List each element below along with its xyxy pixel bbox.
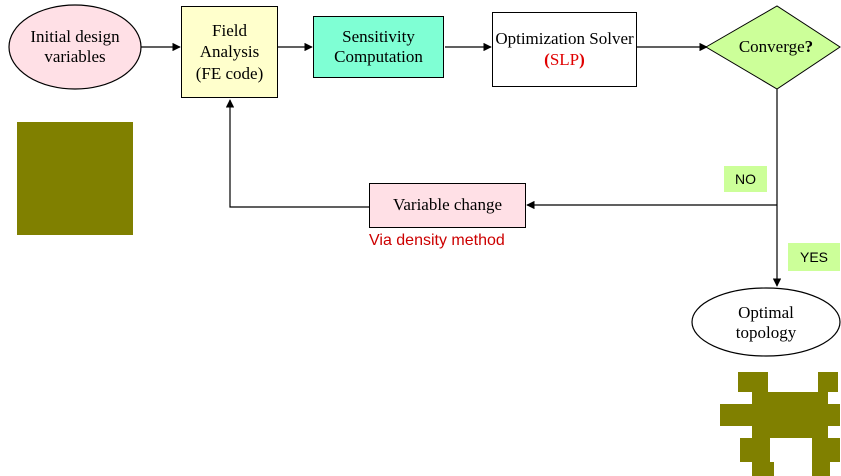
initial-design-label-2: variables xyxy=(44,47,106,66)
initial-design-label-1: Initial design xyxy=(30,26,120,46)
initial-design-ellipse xyxy=(8,4,142,90)
initial-design-domain-block xyxy=(17,122,133,235)
optimal-topology-node: Optimal topology xyxy=(700,293,832,353)
variable-change-node: Variable change xyxy=(369,183,526,228)
arrow-variable-change-to-field xyxy=(225,99,369,208)
converge-diamond xyxy=(705,5,841,90)
field-analysis-label-3: (FE code) xyxy=(195,63,264,83)
no-label: NO xyxy=(735,171,756,187)
optimization-solver-node: Optimization Solver (SLP) xyxy=(492,12,637,87)
field-analysis-node: Field Analysis (FE code) xyxy=(181,6,278,98)
no-tag: NO xyxy=(724,166,767,192)
optimal-topology-shape xyxy=(720,372,840,476)
solver-acronym: SLP xyxy=(549,49,580,69)
yes-label: YES xyxy=(799,249,828,265)
yes-tag: YES xyxy=(788,243,840,271)
sensitivity-label-2: Computation xyxy=(334,47,423,66)
converge-label: Converge? xyxy=(712,30,840,64)
converge-text: Converge xyxy=(738,37,805,56)
optimal-topology-label-2: topology xyxy=(735,323,797,342)
solver-method: (SLP) xyxy=(544,50,585,70)
solver-paren-close: ) xyxy=(579,49,585,69)
solver-label: Optimization Solver xyxy=(495,29,634,49)
field-analysis-label-1: Field xyxy=(212,21,247,41)
sensitivity-computation-node: Sensitivity Computation xyxy=(313,16,444,78)
converge-question-mark: ? xyxy=(804,37,814,56)
sensitivity-label-1: Sensitivity xyxy=(342,26,415,46)
variable-change-label: Variable change xyxy=(392,195,503,215)
via-density-method-label: Via density method xyxy=(369,232,505,249)
initial-design-node: Initial design variables xyxy=(9,5,141,89)
field-analysis-label-2: Analysis xyxy=(199,42,260,62)
optimal-topology-ellipse xyxy=(691,287,841,357)
optimal-topology-label-1: Optimal xyxy=(738,302,794,322)
solver-paren-open: ( xyxy=(544,49,550,69)
